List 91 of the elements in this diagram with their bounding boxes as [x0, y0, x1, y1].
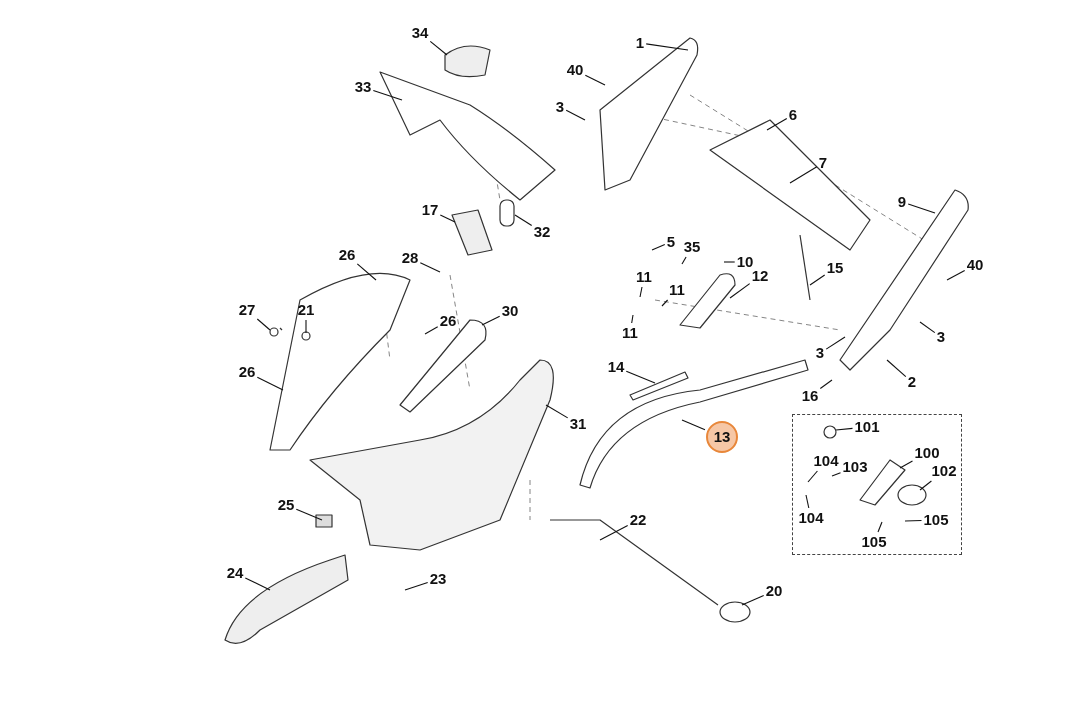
callout-number: 6 [787, 106, 799, 124]
leader-line [919, 480, 932, 491]
callout-number: 11 [635, 268, 653, 286]
leader-line [681, 419, 706, 431]
leader-line [424, 326, 439, 335]
leader-line [835, 427, 854, 431]
callout-number: 11 [668, 281, 686, 299]
leader-line [825, 336, 846, 350]
leader-line [372, 89, 403, 101]
dashed-frame [792, 414, 962, 555]
callout-number: 35 [682, 238, 702, 256]
callout-number: 1 [634, 34, 646, 52]
callout-number: 26 [438, 312, 458, 330]
callout-number: 103 [841, 458, 869, 476]
callout-number: 3 [554, 98, 566, 116]
leader-line [256, 318, 271, 331]
callout-number: 20 [764, 582, 784, 600]
leader-line [545, 404, 569, 419]
callout-number: 23 [428, 570, 448, 588]
callout-number: 27 [237, 301, 257, 319]
leader-line [819, 379, 833, 390]
leader-line [429, 40, 448, 56]
callout-number: 25 [276, 496, 296, 514]
leader-line [946, 269, 966, 281]
leader-line [256, 376, 284, 391]
leader-line [789, 166, 818, 184]
callout-number: 26 [237, 363, 257, 381]
callout-number: 105 [860, 533, 888, 551]
callout-number: 40 [565, 61, 585, 79]
callout-number: 31 [568, 415, 588, 433]
callout-number: 100 [913, 444, 941, 462]
callout-number: 15 [825, 259, 845, 277]
leader-line [723, 261, 736, 263]
leader-line [907, 203, 936, 214]
leader-line [886, 359, 907, 378]
leader-line [805, 494, 810, 509]
callout-number: 9 [896, 193, 908, 211]
callout-number: 3 [814, 344, 826, 362]
leader-line [766, 118, 788, 131]
callout-number: 32 [532, 223, 552, 241]
leader-line [809, 274, 826, 286]
callout-number: 34 [410, 24, 430, 42]
callout-number: 101 [853, 418, 881, 436]
callout-number: 33 [353, 78, 373, 96]
leader-line [807, 470, 818, 483]
leader-line [639, 286, 643, 298]
leader-line [651, 244, 666, 251]
leader-line [681, 256, 687, 265]
leader-line [356, 263, 377, 281]
leader-line [514, 214, 533, 227]
callout-number: 104 [812, 452, 840, 470]
leader-line [831, 472, 842, 477]
callout-number: 3 [935, 328, 947, 346]
callout-number: 40 [965, 256, 985, 274]
callout-number: 5 [665, 233, 677, 251]
leader-line [565, 109, 586, 121]
leader-line [899, 460, 914, 469]
leader-line [584, 74, 606, 86]
callout-number: 17 [420, 201, 440, 219]
leader-line [419, 262, 441, 273]
leader-line [625, 370, 656, 384]
callout-number: 105 [922, 511, 950, 529]
callout-number: 26 [337, 246, 357, 264]
leader-line [295, 508, 323, 521]
callout-number: 24 [225, 564, 245, 582]
leader-line [729, 283, 751, 299]
leader-line [404, 581, 429, 591]
callout-number: 21 [296, 301, 316, 319]
callout-number: 7 [817, 154, 829, 172]
leader-line [645, 43, 689, 51]
leader-line [244, 577, 271, 591]
leader-line [599, 524, 629, 541]
callout-number: 16 [800, 387, 820, 405]
callout-number: 28 [400, 249, 420, 267]
leader-line [305, 319, 307, 334]
leader-line [481, 315, 501, 326]
leader-line [877, 521, 883, 533]
callout-number: 14 [606, 358, 626, 376]
leader-line [631, 314, 634, 324]
callout-number: 13 [706, 421, 738, 453]
callout-number: 104 [797, 509, 825, 527]
callout-number: 2 [906, 373, 918, 391]
leader-line [661, 299, 669, 307]
leader-line [919, 321, 936, 334]
callout-number: 102 [930, 462, 958, 480]
leader-line [439, 214, 456, 223]
leader-line [904, 519, 923, 522]
callout-number: 11 [621, 324, 639, 342]
callout-number: 30 [500, 302, 520, 320]
callout-number: 22 [628, 511, 648, 529]
leader-line [741, 594, 765, 606]
